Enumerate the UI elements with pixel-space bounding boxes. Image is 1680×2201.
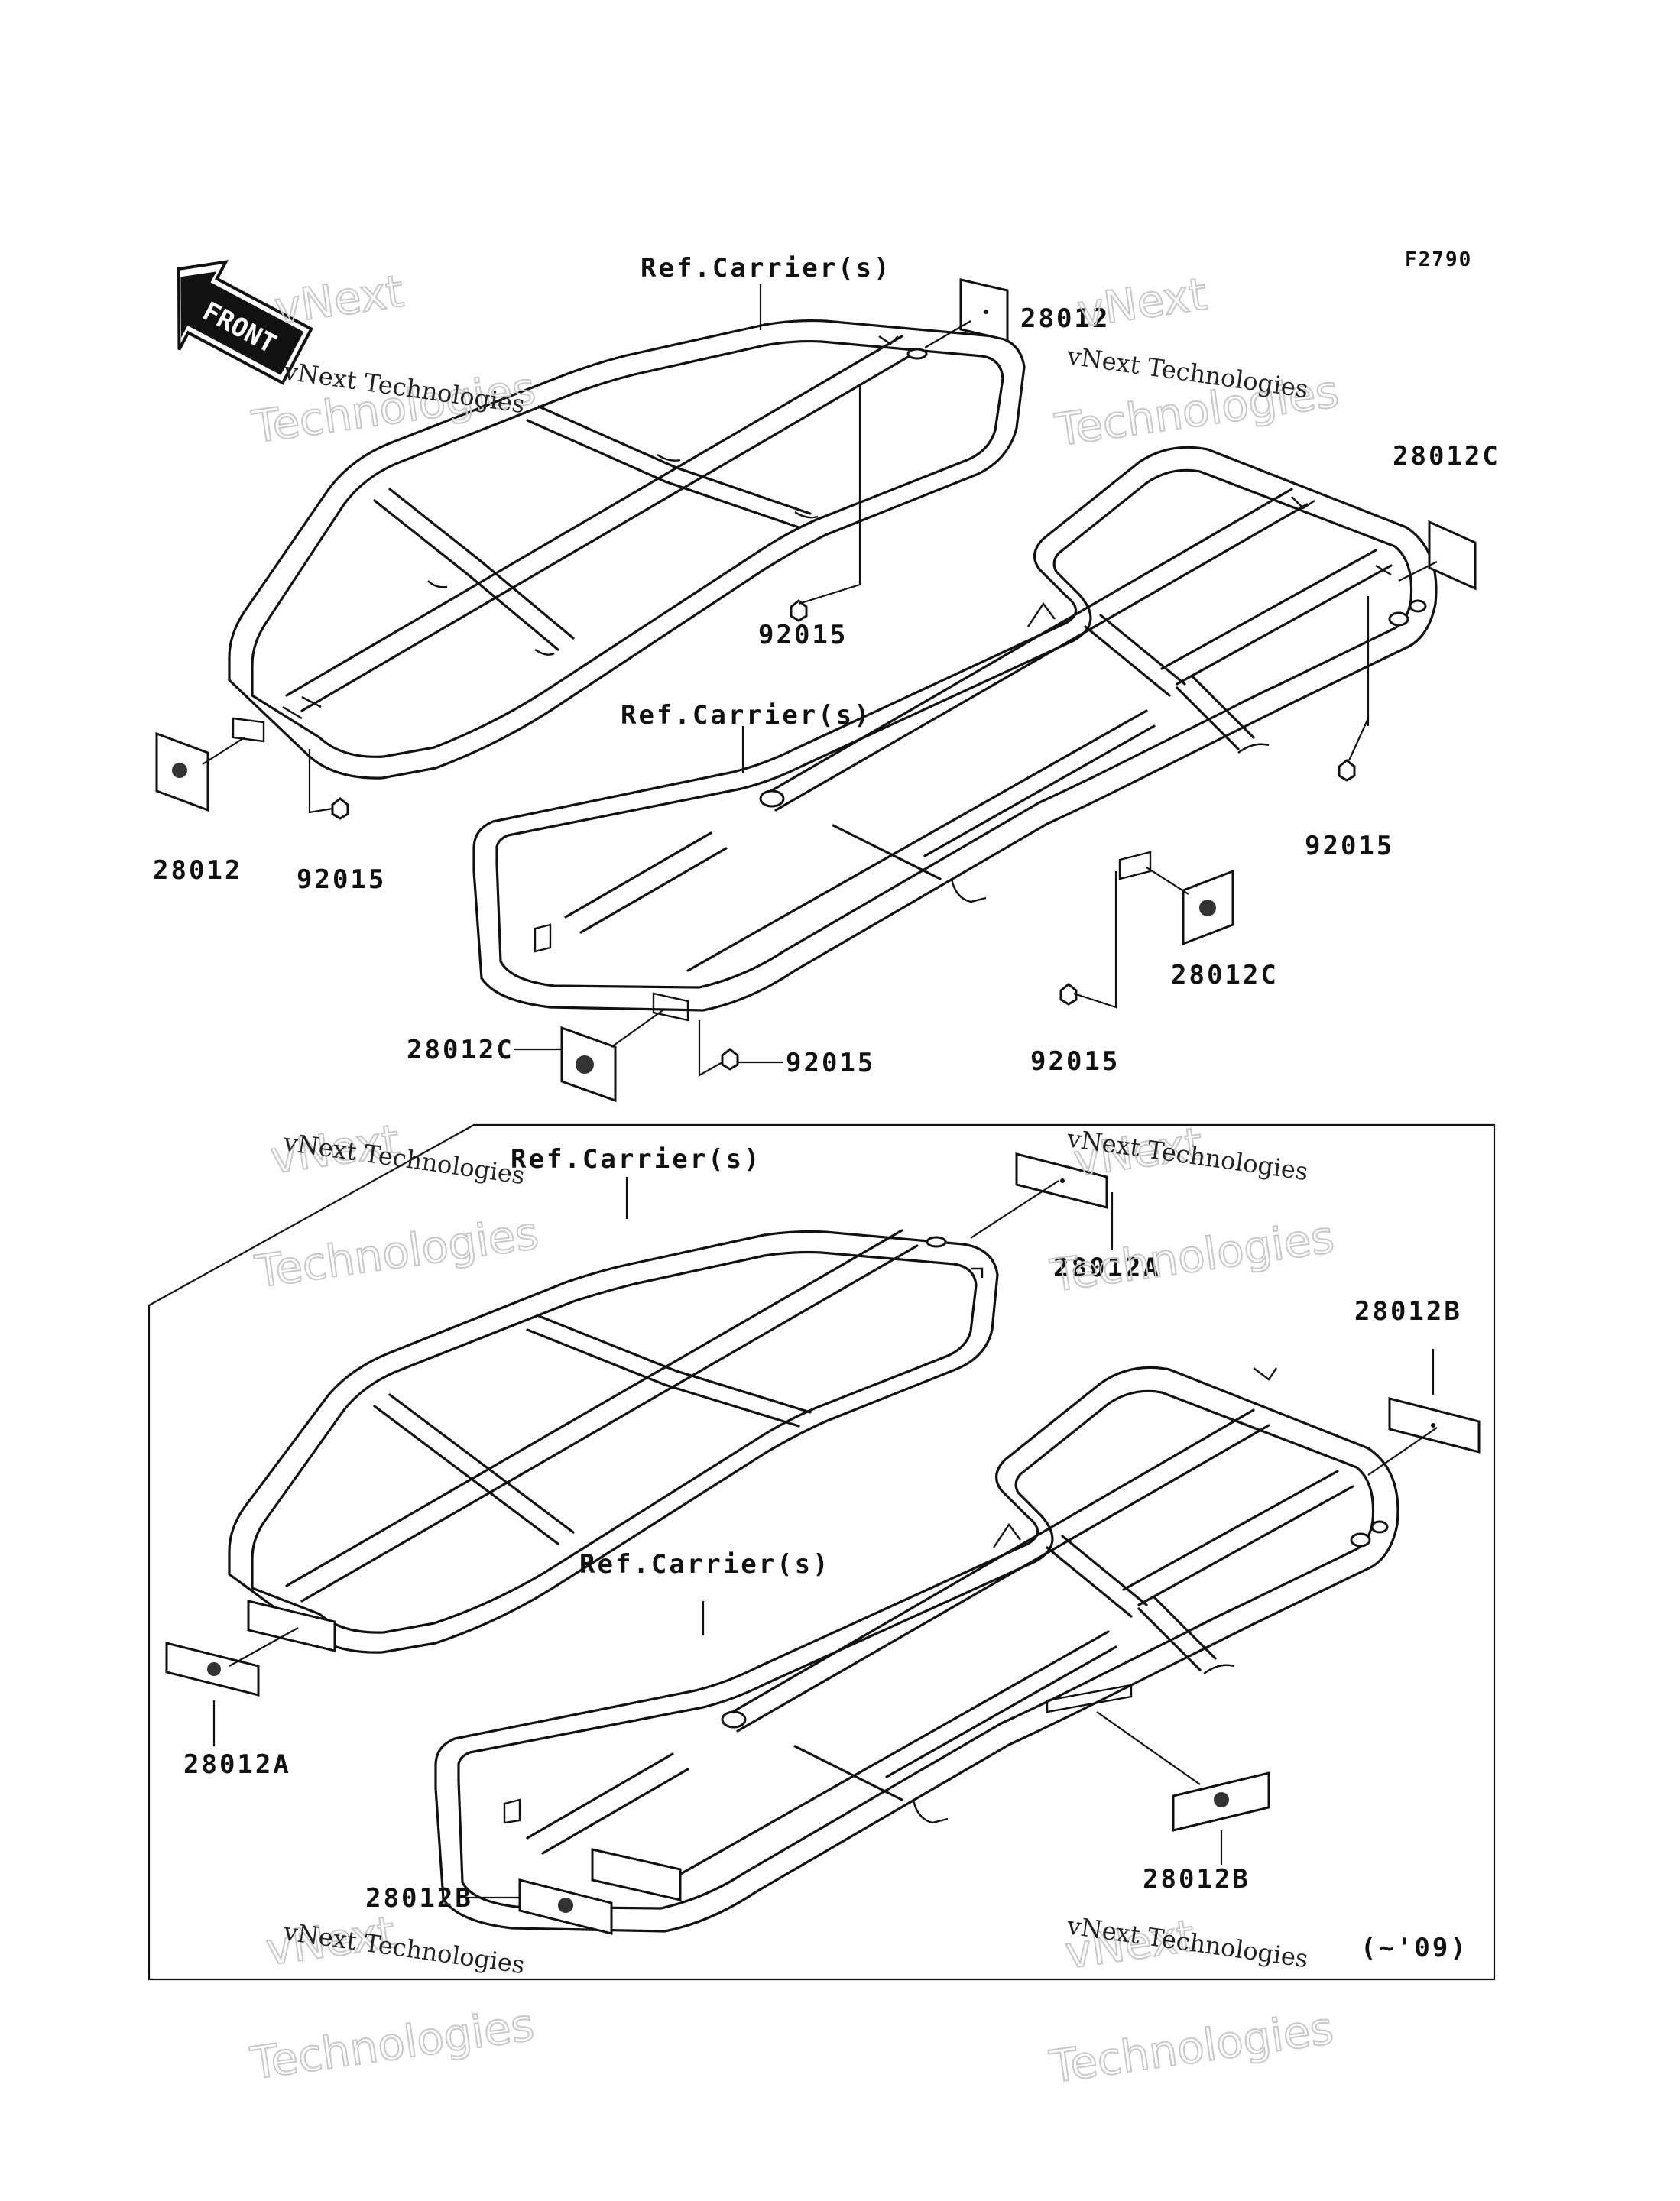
nut-92015-lower-left <box>721 1048 739 1071</box>
bracket-28012a-left <box>247 1600 336 1652</box>
front-carrier-upper <box>228 319 1026 780</box>
part-label-28012c-mid: 28012C <box>1171 960 1279 990</box>
watermark-big-3: vNext <box>1075 267 1210 337</box>
part-label-92015-right: 92015 <box>1305 831 1394 861</box>
part-label-28012a-top: 28012A <box>1053 1253 1161 1283</box>
variant-frame <box>148 1123 1496 1981</box>
watermark-big-10: Technologies <box>247 1998 537 2089</box>
front-carrier-lower <box>228 1229 999 1654</box>
part-label-92015-left: 92015 <box>297 864 386 895</box>
part-label-28012-left: 28012 <box>153 855 242 886</box>
front-arrow-icon: FRONT <box>177 260 314 385</box>
part-label-28012b-left: 28012B <box>365 1883 473 1914</box>
watermark-small-5: vNext Technologies <box>281 1917 527 1979</box>
bracket-28012b-left <box>591 1848 682 1901</box>
watermark-big-6: Technologies <box>251 1207 541 1298</box>
part-label-28012c-right: 28012C <box>1393 441 1500 472</box>
reflector-28012c-right <box>1428 520 1477 591</box>
watermark-big-1: vNext <box>271 265 407 335</box>
figure-id: F2790 <box>1405 248 1472 271</box>
nut-92015-lower-right <box>1059 983 1078 1006</box>
watermark-group: vNext Technologies vNext Technologies vN… <box>246 264 1342 2094</box>
lower-parts <box>165 1152 1481 1935</box>
reflector-28012-top <box>959 278 1009 342</box>
watermark-big-12: Technologies <box>1046 2002 1336 2092</box>
part-label-92015-lower-right: 92015 <box>1030 1046 1120 1077</box>
variant-label: (~'09) <box>1361 1933 1468 1963</box>
part-label-28012c-left: 28012C <box>407 1035 514 1065</box>
ref-carrier-label-2: Ref.Carrier(s) <box>621 700 872 731</box>
ref-carrier-label-3: Ref.Carrier(s) <box>511 1144 762 1175</box>
part-label-28012b-mid: 28012B <box>1143 1864 1250 1895</box>
nut-92015-upper-right <box>1338 759 1356 782</box>
part-label-92015-center: 92015 <box>758 620 848 650</box>
nut-92015-upper-left <box>331 797 349 820</box>
part-label-28012-top: 28012 <box>1020 303 1110 334</box>
part-label-28012b-right: 28012B <box>1354 1296 1462 1327</box>
part-label-92015-lower-left: 92015 <box>786 1048 875 1078</box>
nut-92015-upper-center <box>790 599 808 622</box>
ref-carrier-label-4: Ref.Carrier(s) <box>579 1549 831 1580</box>
rear-carrier-upper <box>472 446 1438 1012</box>
upper-parts <box>155 278 1477 1103</box>
part-label-28012a-left: 28012A <box>183 1749 291 1780</box>
ref-carrier-label-1: Ref.Carrier(s) <box>641 253 892 284</box>
watermark-big-8: Technologies <box>1047 1211 1337 1301</box>
rear-carrier-lower <box>434 1366 1399 1933</box>
watermark-small-3: vNext Technologies <box>281 1127 527 1190</box>
